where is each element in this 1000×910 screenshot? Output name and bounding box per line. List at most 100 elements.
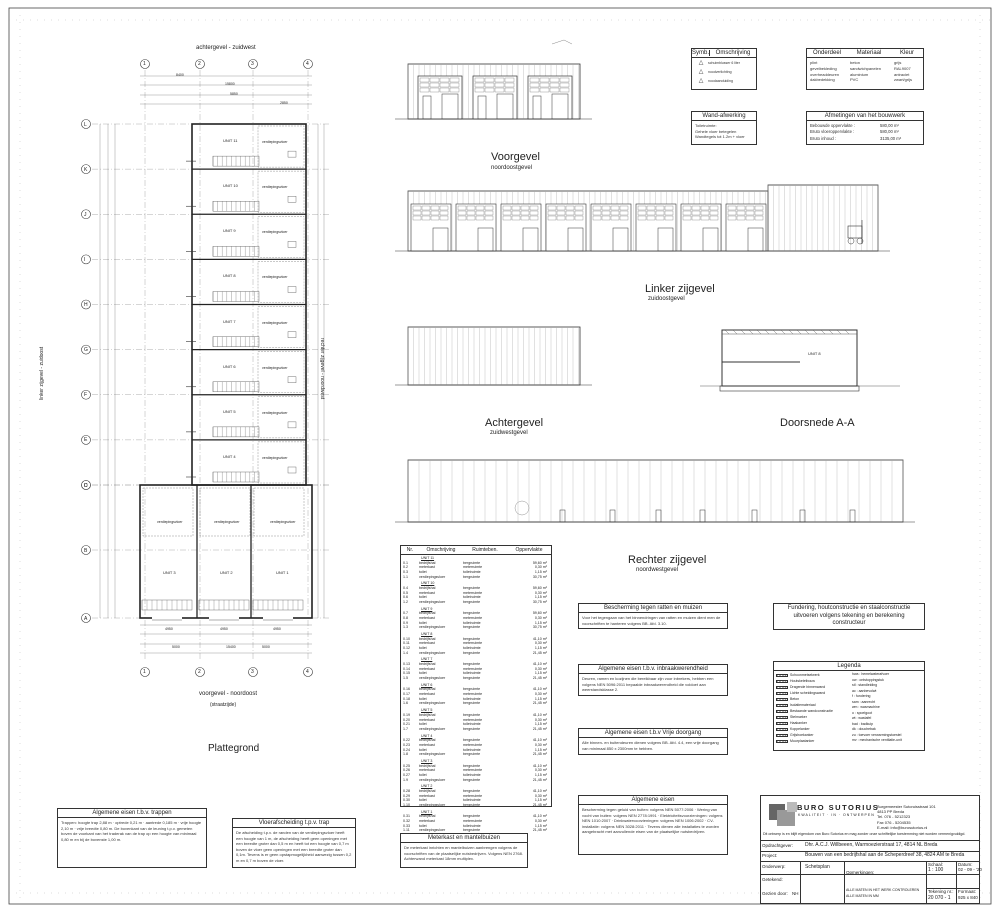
window-pane	[494, 87, 505, 93]
room-type: meterruimte	[463, 590, 483, 595]
window-pane	[484, 87, 495, 93]
room-type: meterruimte	[463, 692, 483, 697]
mezzanine-label: verdiepingsvloer	[262, 365, 288, 370]
mezzanine-label: verdiepingsvloer	[157, 520, 183, 524]
room-nr: 0.26	[403, 768, 410, 773]
legend-swatch	[776, 703, 788, 707]
room-unit-label: UNIT 11	[421, 556, 435, 560]
room-nr: 0.1	[403, 560, 408, 565]
room-desc: meterkast	[419, 616, 435, 621]
window-pane	[484, 210, 494, 216]
window-pane	[474, 77, 485, 83]
window-pane	[745, 210, 755, 216]
room-area: 0,30 m²	[534, 590, 547, 595]
room-area: 1,15 m²	[534, 646, 547, 651]
window-pane	[511, 205, 521, 211]
window-pane	[502, 210, 512, 216]
column-marker-label: 3	[251, 669, 254, 675]
room-area: 0,30 m²	[534, 666, 547, 671]
toilet	[287, 196, 297, 203]
window-pane	[475, 210, 485, 216]
back-elevation	[407, 326, 581, 386]
window-pane	[745, 205, 755, 211]
project: Bouwen van een bedrijfshal aan de Schepe…	[805, 852, 965, 858]
column-marker-label: 2	[198, 669, 201, 675]
room-type: bergruimte	[463, 712, 481, 717]
room-unit-row: UNIT 6	[403, 683, 549, 688]
window-pane	[449, 82, 460, 88]
room-area: 30,75 m²	[532, 574, 547, 579]
plan-bottom-label: voorgevel - noordoost	[199, 691, 258, 697]
title-block-fields: Opdrachtgever: Dhr. A.C.J. Willbeeen, Wa…	[760, 840, 982, 904]
room-desc: meterkast	[419, 793, 435, 798]
room-nr: 0.31	[403, 814, 410, 819]
window-pane	[549, 77, 560, 83]
window-pane	[736, 205, 746, 211]
front-view-title: Voorgevel	[491, 151, 540, 163]
grid-marker-left	[81, 119, 91, 129]
section-view-title: Doorsnede A-A	[780, 417, 855, 429]
row-marker-label: C	[84, 482, 88, 489]
left-view-title: Linker zijgevel	[645, 283, 715, 295]
dimension-text: 4950	[273, 627, 281, 631]
checked-by: NH	[792, 891, 799, 896]
window-pane	[565, 210, 575, 216]
legend-item: Bestaande wandconstructie	[776, 708, 852, 714]
room-desc: bedrijfshal	[419, 788, 436, 793]
drawing-number: 20 070 - 1	[928, 895, 951, 901]
legend-abbr: stl : standleiding	[852, 683, 878, 687]
window-pane	[419, 82, 430, 88]
unit-label: UNIT 10	[223, 183, 238, 189]
mezzanine-label: verdiepingsvloer	[262, 410, 288, 415]
mezzanine-outline	[253, 487, 305, 537]
room-type: toiletruimte	[463, 823, 481, 828]
room-area: 30,75 m²	[532, 625, 547, 630]
legend-item: Koppelanker	[776, 726, 852, 732]
room-type: meterruimte	[463, 793, 483, 798]
room-type: bergruimte	[463, 828, 481, 833]
window-pane	[474, 82, 485, 88]
section-cut	[721, 329, 858, 387]
window-pane	[520, 215, 530, 221]
room-desc: toilet	[419, 722, 427, 727]
legend-abbr: zu : toevoer verwarmingstoestel	[852, 732, 902, 737]
room-area: 1,15 m²	[534, 747, 547, 752]
dimension-text: 8400	[176, 73, 184, 77]
room-type: bergruimte	[463, 625, 481, 630]
unit-label: UNIT 1	[276, 570, 289, 575]
window-pane	[439, 77, 450, 83]
mezzanine-outline	[257, 351, 305, 393]
room-desc: toilet	[419, 646, 427, 651]
symbol-row: △schuimblusser 6 liter	[694, 59, 754, 68]
window-pane	[592, 215, 602, 221]
room-desc: meterkast	[419, 768, 435, 773]
window-pane	[504, 77, 515, 83]
room-desc: meterkast	[419, 742, 435, 747]
room-nr: 0.14	[403, 666, 410, 671]
room-nr: 1.4	[403, 650, 408, 655]
dimension-text: 5000	[262, 645, 270, 649]
toilet	[287, 286, 297, 293]
room-type: bergruimte	[463, 726, 481, 731]
room-nr: 0.3	[403, 570, 408, 575]
symbol-desc: noodverlichting	[708, 70, 732, 75]
side-door	[751, 509, 758, 523]
window-pane	[494, 82, 505, 88]
room-nr: 0.4	[403, 586, 408, 591]
window-pane	[511, 215, 521, 221]
window-pane	[466, 205, 476, 211]
room-desc: bedrijfshal	[419, 586, 436, 591]
